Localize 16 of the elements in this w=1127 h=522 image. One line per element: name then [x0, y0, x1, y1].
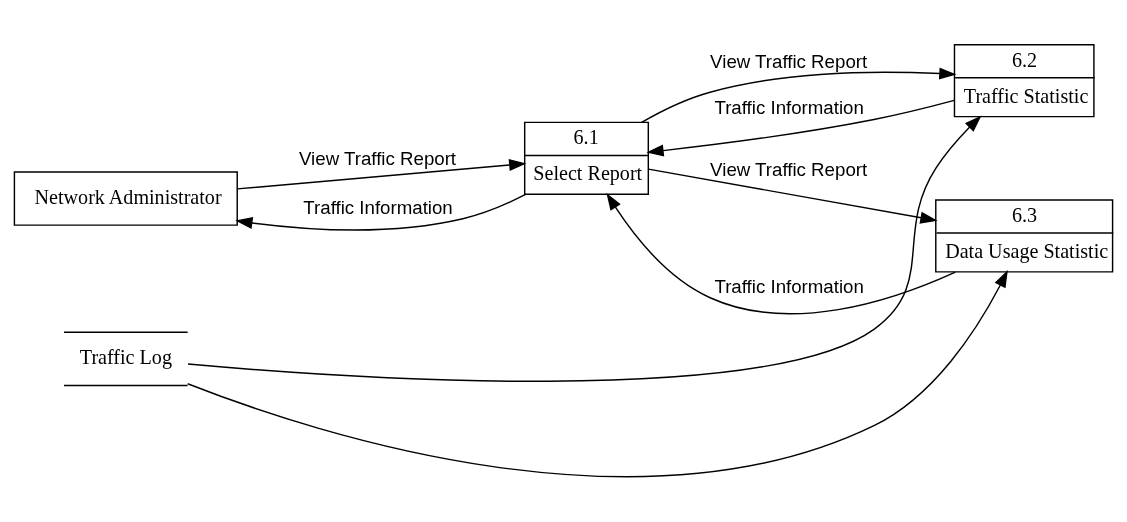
edge-label: View Traffic Report: [710, 159, 868, 181]
arrow: [646, 99, 955, 157]
edge-label: View Traffic Report: [710, 51, 868, 73]
node-text: Traffic Log: [79, 346, 172, 369]
edge-label: View Traffic Report: [299, 147, 457, 169]
edge-label: Traffic Information: [714, 275, 864, 297]
arrow: [647, 168, 938, 224]
edge-label: Traffic Information: [303, 196, 453, 218]
arrow: [187, 115, 982, 382]
edge-label: Traffic Information: [714, 97, 864, 119]
arrow: [235, 193, 527, 231]
arrow: [606, 192, 957, 315]
arrow: [186, 270, 1008, 478]
arrow: [236, 158, 527, 190]
arrow: [640, 67, 957, 124]
node-box: Network Administrator: [13, 171, 238, 226]
